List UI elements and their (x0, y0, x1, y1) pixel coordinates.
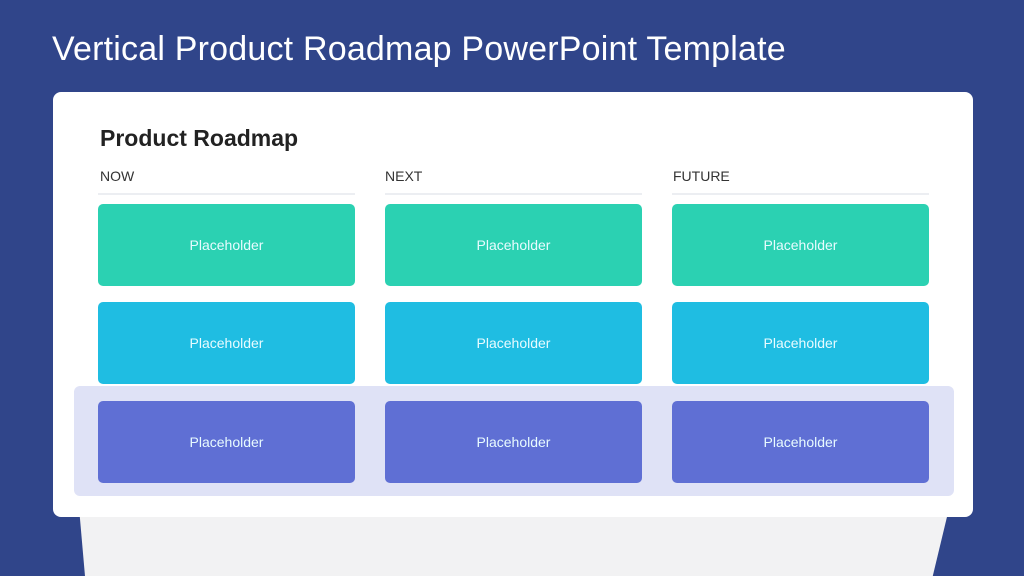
column-label-now: NOW (100, 168, 135, 184)
column-divider (98, 193, 355, 195)
roadmap-item[interactable]: Placeholder (98, 401, 355, 483)
roadmap-item[interactable]: Placeholder (98, 204, 355, 286)
column-divider (672, 193, 929, 195)
roadmap-item[interactable]: Placeholder (385, 204, 642, 286)
column-label-future: FUTURE (673, 168, 730, 184)
roadmap-title: Product Roadmap (100, 125, 299, 151)
roadmap-item[interactable]: Placeholder (672, 302, 929, 384)
roadmap-item[interactable]: Placeholder (672, 204, 929, 286)
slide-title: Vertical Product Roadmap PowerPoint Temp… (52, 30, 786, 68)
column-label-next: NEXT (385, 168, 423, 184)
roadmap-item[interactable]: Placeholder (672, 401, 929, 483)
roadmap-item[interactable]: Placeholder (385, 401, 642, 483)
roadmap-item[interactable]: Placeholder (98, 302, 355, 384)
roadmap-item[interactable]: Placeholder (385, 302, 642, 384)
column-divider (385, 193, 642, 195)
